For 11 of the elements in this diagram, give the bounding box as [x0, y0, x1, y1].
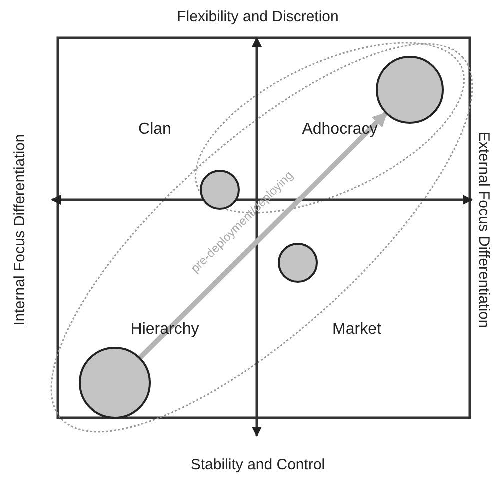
bubble-circle — [200, 170, 240, 210]
quadrant-label: Market — [332, 322, 382, 338]
axis-label: Stability and Control — [190, 458, 326, 472]
bubble-circle — [376, 56, 444, 124]
quadrant-label: Adhocracy — [302, 122, 378, 138]
axis-label: External Focus Differentiation — [476, 132, 492, 328]
quadrant-label: Hierarchy — [130, 322, 200, 338]
bubble-circle — [79, 347, 151, 419]
arrow — [138, 111, 388, 360]
quadrant-label: Clan — [138, 122, 172, 138]
axis-label: Internal Focus Differentiation — [12, 134, 28, 326]
